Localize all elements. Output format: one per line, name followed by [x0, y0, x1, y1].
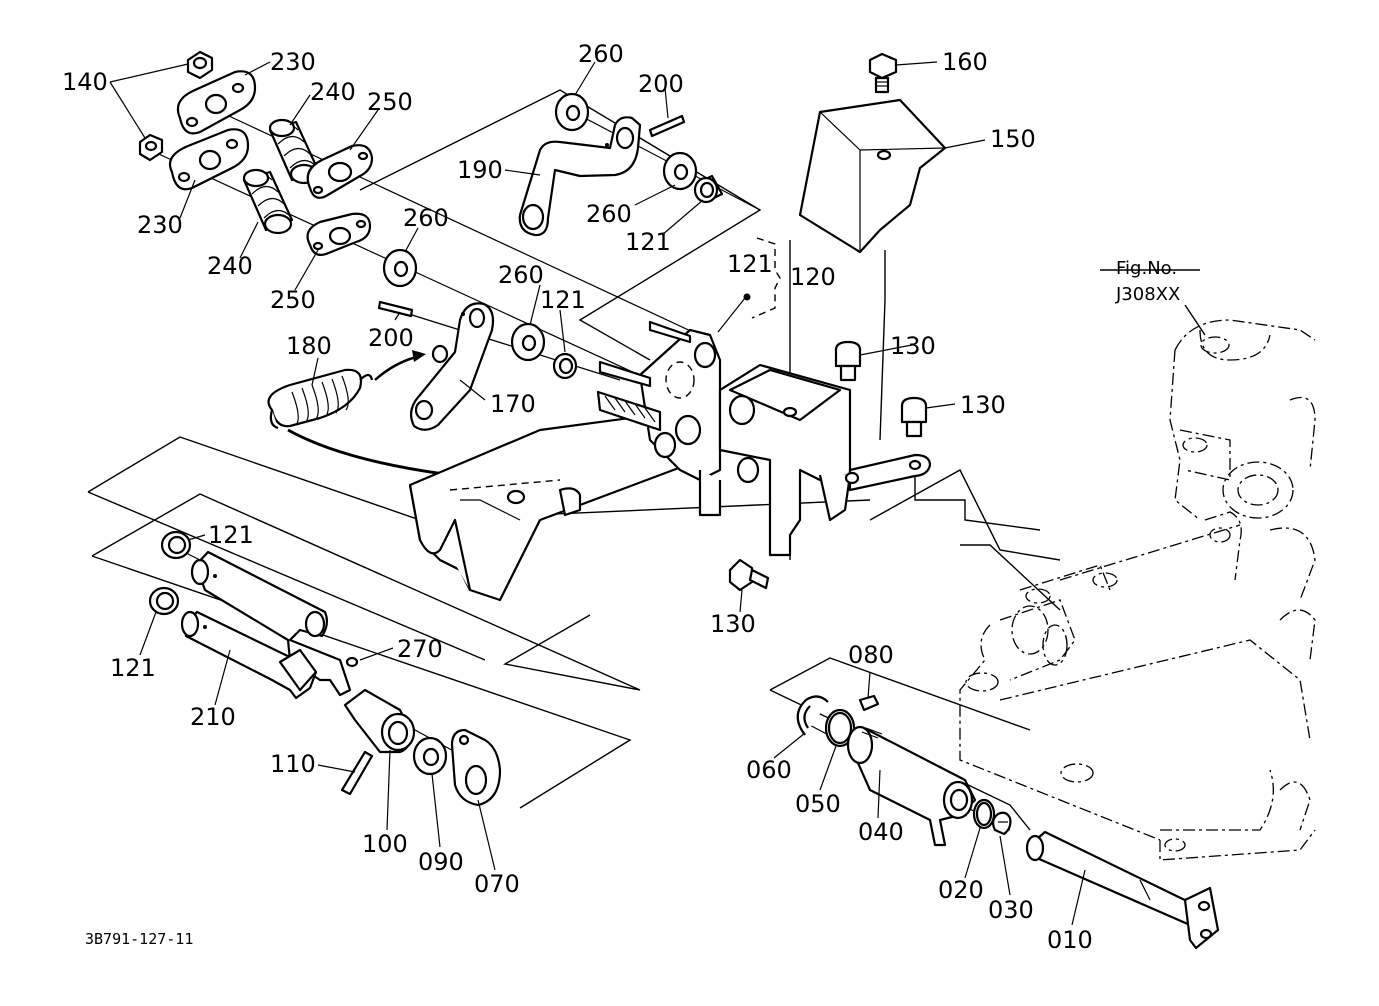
transmission-housing [959, 319, 1316, 861]
arm-100 [343, 688, 416, 754]
washer-260-middle [382, 248, 418, 288]
bushing-121-upper-right [693, 174, 724, 204]
callout-080: 080 [848, 641, 894, 669]
callout-250-upper: 250 [367, 88, 413, 116]
callout-240-lower: 240 [207, 252, 253, 280]
plate-250-upper [306, 144, 374, 199]
plate-230-lower [168, 128, 250, 191]
callout-070: 070 [474, 870, 520, 898]
callout-160: 160 [942, 48, 988, 76]
callout-labels: 140 230 240 250 230 240 250 260 200 190 … [62, 40, 1093, 954]
callout-030: 030 [988, 896, 1034, 924]
bushing-121-lower-b [148, 586, 180, 616]
figure-ref-label: Fig.No. [1116, 258, 1177, 279]
callout-150: 150 [990, 125, 1036, 153]
main-bracket [596, 320, 722, 482]
washer-260-top [554, 92, 590, 132]
callout-121-lower-b: 121 [110, 654, 156, 682]
clip-030 [991, 811, 1012, 836]
callout-130-lower: 130 [710, 610, 756, 638]
callout-040: 040 [858, 818, 904, 846]
nut-140-lower [138, 133, 164, 162]
callout-260-right: 260 [586, 200, 632, 228]
bushing-121-middle [552, 352, 578, 380]
support-bracket [698, 363, 932, 557]
callout-190: 190 [457, 156, 503, 184]
callout-170: 170 [490, 390, 536, 418]
bolt-130-middle [900, 396, 928, 438]
boundary-lines [87, 89, 1206, 831]
callout-130-upper: 130 [890, 332, 936, 360]
lever-170 [409, 302, 495, 431]
figure-ref-code: J308XX [1115, 284, 1180, 305]
callout-240-upper: 240 [310, 78, 356, 106]
plate-250-lower [306, 212, 372, 257]
callout-260-lower: 260 [498, 261, 544, 289]
callout-180: 180 [286, 332, 332, 360]
callout-060: 060 [746, 756, 792, 784]
pin-200-lower [377, 300, 414, 318]
pin-110 [340, 750, 374, 796]
washer-090 [412, 736, 448, 776]
lever-190 [518, 116, 642, 237]
callout-120: 120 [790, 263, 836, 291]
callout-210: 210 [190, 703, 236, 731]
callout-121-lower-a: 121 [208, 521, 254, 549]
callout-230-lower: 230 [137, 211, 183, 239]
o-ring-020 [972, 798, 996, 830]
callout-200-upper: 200 [638, 70, 684, 98]
bushing-121-lower-a [160, 530, 192, 560]
plate-230-upper [176, 70, 257, 135]
spring-180 [267, 368, 374, 430]
key-080 [858, 694, 880, 712]
bolt-160 [868, 52, 898, 94]
callout-130-middle: 130 [960, 391, 1006, 419]
plate-070 [450, 728, 502, 807]
bolt-130-lower [728, 558, 770, 592]
shaft-210 [180, 610, 318, 700]
shaft-040 [846, 725, 977, 847]
callout-100: 100 [362, 830, 408, 858]
callout-090: 090 [418, 848, 464, 876]
callout-260-middle: 260 [403, 204, 449, 232]
washer-260-lower [510, 322, 546, 362]
leader-lines [109, 61, 1086, 926]
bolt-130-upper [834, 340, 862, 382]
callout-250-lower: 250 [270, 286, 316, 314]
cover-150 [798, 98, 947, 254]
washer-260-right [662, 151, 698, 191]
callout-140: 140 [62, 68, 108, 96]
spring-240-lower [242, 168, 294, 235]
base-plate [408, 408, 702, 602]
callout-200-lower: 200 [368, 324, 414, 352]
group-bracket-120 [717, 237, 781, 333]
callout-230-upper: 230 [270, 48, 316, 76]
drawing-id: 3B791-127-11 [85, 930, 193, 948]
callout-121-upper-right: 121 [625, 228, 671, 256]
callout-110: 110 [270, 750, 316, 778]
shaft-010 [1025, 830, 1220, 950]
callout-260-top: 260 [578, 40, 624, 68]
callout-020: 020 [938, 876, 984, 904]
nut-140-upper [186, 50, 214, 80]
callout-121-group: 121 [727, 250, 773, 278]
o-ring-050 [824, 708, 856, 748]
callout-270: 270 [397, 635, 443, 663]
callout-050: 050 [795, 790, 841, 818]
callout-121-middle: 121 [540, 286, 586, 314]
snap-ring-060 [796, 695, 829, 736]
pin-200-upper [648, 114, 686, 138]
callout-010: 010 [1047, 926, 1093, 954]
